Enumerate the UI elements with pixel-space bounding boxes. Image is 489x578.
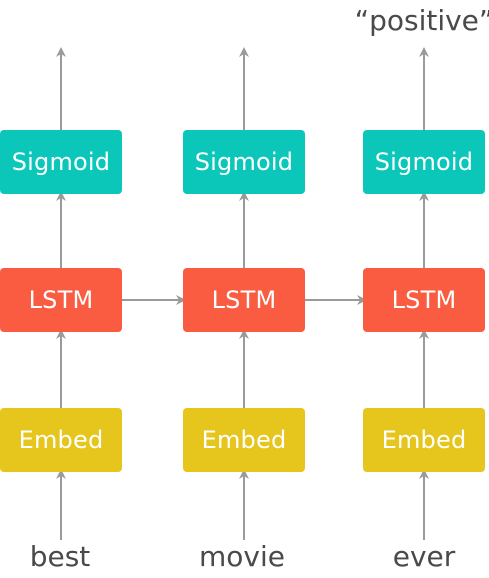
input-word-2: movie (199, 540, 285, 573)
embed-box-2: Embed (183, 408, 305, 472)
output-label: “positive” (354, 4, 489, 37)
sigmoid-box-1: Sigmoid (0, 130, 122, 194)
lstm-box-2: LSTM (183, 268, 305, 332)
lstm-box-1: LSTM (0, 268, 122, 332)
sigmoid-box-2: Sigmoid (183, 130, 305, 194)
lstm-box-3: LSTM (363, 268, 485, 332)
sigmoid-box-3: Sigmoid (363, 130, 485, 194)
input-word-3: ever (392, 540, 456, 573)
embed-box-1: Embed (0, 408, 122, 472)
embed-box-3: Embed (363, 408, 485, 472)
input-word-1: best (29, 540, 91, 573)
